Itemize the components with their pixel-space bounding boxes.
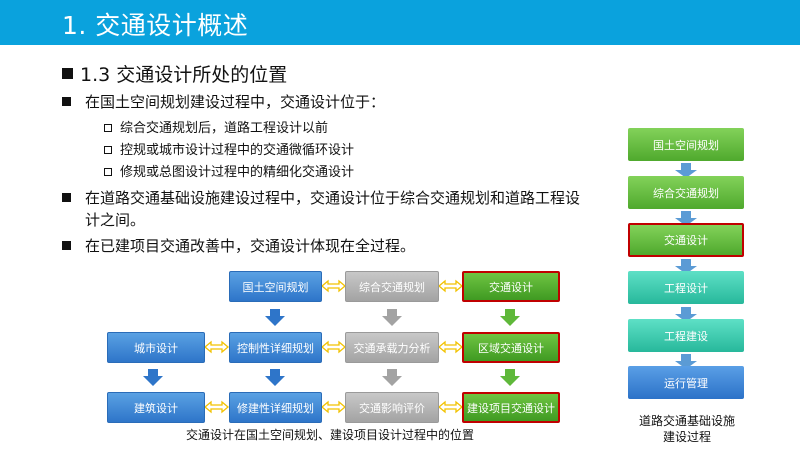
down-arrow-icon <box>675 259 697 274</box>
section-heading: 1.3 交通设计所处的位置 <box>62 60 287 87</box>
down-arrow-icon <box>675 211 697 226</box>
down-arrow-icon <box>500 369 520 386</box>
bullet-text: 在国土空间规划建设过程中，交通设计位于： <box>85 93 386 111</box>
flow-box-land-spatial-planning: 国土空间规划 <box>229 271 322 302</box>
double-arrow-icon <box>320 279 347 293</box>
sub-bullet-text: 控规或城市设计过程中的交通微循环设计 <box>120 143 355 158</box>
flow-box-traffic-capacity-analysis: 交通承载力分析 <box>345 332 439 363</box>
bullet-item: 在已建项目交通改善中，交通设计体现在全过程。 <box>62 235 602 257</box>
step-traffic-design: 交通设计 <box>628 223 744 257</box>
sub-bullet-text: 综合交通规划后，道路工程设计以前 <box>120 121 329 136</box>
section-heading-text: 1.3 交通设计所处的位置 <box>80 64 288 86</box>
step-comprehensive-transport-planning: 综合交通规划 <box>628 176 744 209</box>
down-arrow-icon <box>265 309 285 326</box>
hollow-square-bullet-icon <box>104 146 112 154</box>
sub-bullet-item: 修规或总图设计过程中的精细化交通设计 <box>104 161 354 180</box>
sub-bullet-item: 综合交通规划后，道路工程设计以前 <box>104 117 328 136</box>
caption-line: 建设过程 <box>662 430 711 444</box>
down-arrow-icon <box>382 369 402 386</box>
square-bullet-icon <box>62 241 71 250</box>
square-bullet-icon <box>62 68 73 79</box>
step-engineering-construction: 工程建设 <box>628 319 744 352</box>
flow-box-constructive-detailed-planning: 修建性详细规划 <box>229 392 322 423</box>
down-arrow-icon <box>500 309 520 326</box>
sub-bullet-item: 控规或城市设计过程中的交通微循环设计 <box>104 139 354 158</box>
slide-title: 1. 交通设计概述 <box>62 11 249 40</box>
double-arrow-icon <box>203 400 230 414</box>
flow-box-architectural-design: 建筑设计 <box>107 392 205 423</box>
bullet-item: 在道路交通基础设施建设过程中，交通设计位于综合交通规划和道路工程设计之间。 <box>62 187 592 231</box>
down-arrow-icon <box>382 309 402 326</box>
double-arrow-icon <box>320 400 347 414</box>
flow-box-comprehensive-transport-planning: 综合交通规划 <box>345 271 439 302</box>
title-bar: 1. 交通设计概述 <box>0 0 800 45</box>
double-arrow-icon <box>437 400 464 414</box>
square-bullet-icon <box>62 193 71 202</box>
step-operation-management: 运行管理 <box>628 366 744 399</box>
flow-diagram-caption: 交通设计在国土空间规划、建设项目设计过程中的位置 <box>186 428 475 442</box>
sub-bullet-text: 修规或总图设计过程中的精细化交通设计 <box>120 165 355 180</box>
caption-line: 道路交通基础设施 <box>638 414 735 428</box>
down-arrow-icon <box>675 163 697 178</box>
flow-box-traffic-impact-assessment: 交通影响评价 <box>345 392 439 423</box>
bullet-text: 在道路交通基础设施建设过程中，交通设计位于综合交通规划和道路工程设计之间。 <box>85 189 581 229</box>
flow-box-traffic-design: 交通设计 <box>462 271 560 302</box>
flow-box-urban-design: 城市设计 <box>107 332 205 363</box>
flow-box-regulatory-detailed-planning: 控制性详细规划 <box>229 332 322 363</box>
down-arrow-icon <box>675 354 697 369</box>
down-arrow-icon <box>265 369 285 386</box>
down-arrow-icon <box>675 307 697 322</box>
bullet-item: 在国土空间规划建设过程中，交通设计位于： <box>62 91 602 113</box>
down-arrow-icon <box>143 369 163 386</box>
double-arrow-icon <box>203 340 230 354</box>
hollow-square-bullet-icon <box>104 124 112 132</box>
flow-box-regional-traffic-design: 区域交通设计 <box>462 332 560 363</box>
bullet-text: 在已建项目交通改善中，交通设计体现在全过程。 <box>85 237 416 255</box>
square-bullet-icon <box>62 97 71 106</box>
right-diagram-caption: 道路交通基础设施 建设过程 <box>626 413 748 445</box>
hollow-square-bullet-icon <box>104 168 112 176</box>
flow-box-project-traffic-design: 建设项目交通设计 <box>462 392 560 423</box>
step-land-spatial-planning: 国土空间规划 <box>628 128 744 161</box>
double-arrow-icon <box>437 279 464 293</box>
step-engineering-design: 工程设计 <box>628 271 744 304</box>
double-arrow-icon <box>437 340 464 354</box>
double-arrow-icon <box>320 340 347 354</box>
